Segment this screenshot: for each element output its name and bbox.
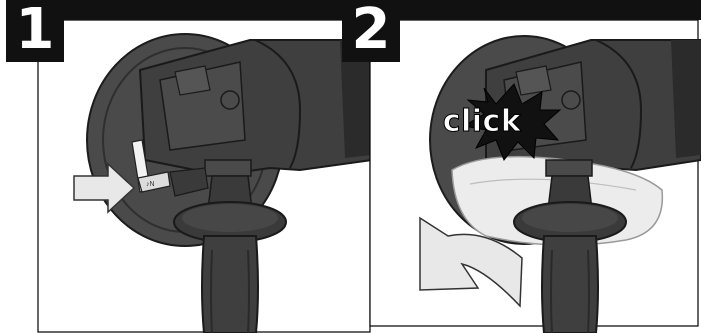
step-1-panel: ♪N 1 [0,0,374,333]
step-1-top-bar [62,0,374,20]
svg-text:♪N: ♪N [146,181,155,188]
step-2-number: 2 [342,0,400,62]
step-2-panel: < 125 2 click [336,0,701,333]
step-2-top-bar [396,0,701,20]
click-callout: click [422,102,542,142]
step-1-number: 1 [6,0,64,62]
